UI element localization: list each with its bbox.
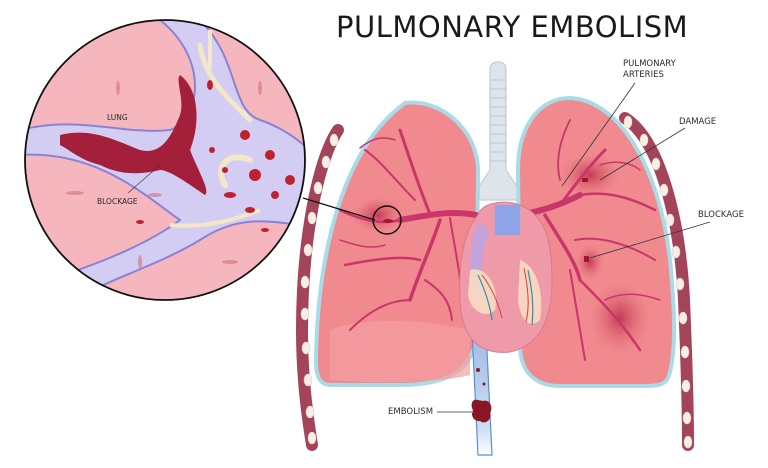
inset-label-lung: LUNG: [107, 113, 128, 122]
inset-label-blockage: BLOCKAGE: [97, 197, 138, 206]
label-pulmonary-arteries: PULMONARY ARTERIES: [623, 59, 676, 81]
left-lung: [313, 100, 481, 387]
ribs-left: [295, 124, 344, 451]
label-embolism: EMBOLISM: [388, 407, 434, 417]
label-blockage: BLOCKAGE: [698, 210, 744, 220]
label-pulmonary-arteries-line1: PULMONARY: [623, 59, 676, 69]
leader-lines: [302, 82, 711, 413]
right-lung: [515, 95, 676, 388]
ribs-right: [619, 112, 694, 451]
page-title: PULMONARY EMBOLISM: [336, 10, 689, 44]
inset-magnified-view: [24, 19, 306, 301]
trachea: [469, 61, 527, 201]
label-pulmonary-arteries-line2: ARTERIES: [623, 70, 664, 80]
heart: [459, 201, 553, 353]
label-damage: DAMAGE: [679, 117, 717, 127]
